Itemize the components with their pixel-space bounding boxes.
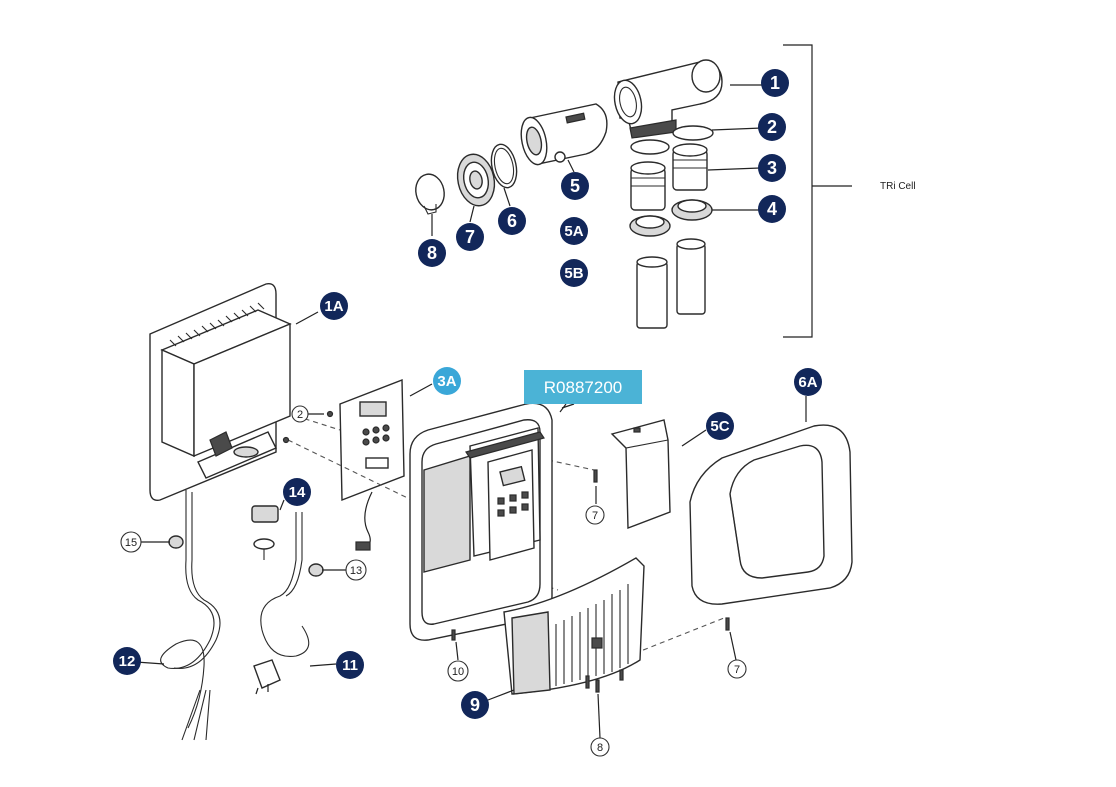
o-ring-2-left (630, 139, 670, 155)
svg-text:6: 6 (507, 211, 517, 231)
badge-2: 2 (758, 113, 786, 141)
control-pcb (339, 378, 405, 551)
lock-ring-7 (456, 153, 496, 207)
svg-text:5C: 5C (710, 418, 729, 435)
svg-text:13: 13 (350, 565, 362, 577)
callout-7-lower: 7 (727, 659, 747, 679)
svg-text:2: 2 (767, 117, 777, 137)
svg-text:5B: 5B (564, 265, 583, 282)
svg-text:5: 5 (570, 176, 580, 196)
badge-8: 8 (418, 239, 446, 267)
tail-piece-3 (630, 143, 708, 211)
badge-5a: 5A (560, 217, 588, 245)
svg-text:14: 14 (289, 484, 306, 501)
callout-10: 10 (447, 660, 469, 682)
svg-text:12: 12 (119, 653, 136, 670)
callout-2: 2 (291, 405, 309, 423)
main-controller-housing (409, 402, 553, 641)
tri-cell-bracket (783, 44, 852, 338)
pipe-sections (636, 238, 706, 329)
svg-text:7: 7 (592, 510, 598, 522)
reference-code-box: R0887200 (524, 370, 642, 413)
svg-text:8: 8 (597, 742, 603, 754)
svg-text:15: 15 (125, 537, 137, 549)
badge-5b: 5B (560, 259, 588, 287)
tri-cell-label: TRi Cell (880, 181, 916, 192)
callout-15: 15 (120, 531, 142, 553)
top-cover (689, 424, 853, 605)
badge-5c: 5C (706, 412, 734, 440)
badge-11: 11 (336, 651, 364, 679)
callout-7-upper: 7 (585, 505, 605, 525)
cap-8 (415, 173, 445, 215)
leader-lines (135, 84, 807, 739)
power-supply-unit (149, 283, 292, 501)
power-cords (160, 490, 310, 741)
o-ring-2-right (672, 125, 714, 141)
reference-code: R0887200 (544, 378, 622, 397)
svg-text:7: 7 (465, 227, 475, 247)
cell-t-body (613, 59, 723, 139)
badge-3a: 3A (433, 367, 461, 395)
callout-8: 8 (590, 737, 610, 757)
svg-text:5A: 5A (564, 223, 583, 240)
svg-text:6A: 6A (798, 374, 817, 391)
badge-6: 6 (498, 207, 526, 235)
switch-and-glands (168, 505, 324, 577)
badge-5: 5 (561, 172, 589, 200)
screws (282, 410, 730, 693)
badge-1: 1 (761, 69, 789, 97)
svg-text:9: 9 (470, 695, 480, 715)
badge-7: 7 (456, 223, 484, 251)
front-lower-cover (503, 557, 645, 695)
electrode-cartridge (520, 103, 608, 166)
svg-text:7: 7 (734, 664, 740, 676)
svg-text:3A: 3A (437, 373, 456, 390)
badge-1a: 1A (320, 292, 348, 320)
union-nuts-4 (629, 199, 713, 237)
svg-text:11: 11 (342, 657, 358, 674)
callout-13: 13 (345, 559, 367, 581)
svg-text:10: 10 (452, 666, 464, 678)
o-ring-6 (490, 143, 518, 189)
svg-text:3: 3 (767, 158, 777, 178)
svg-text:4: 4 (767, 199, 777, 219)
svg-text:1A: 1A (324, 298, 343, 315)
badge-3: 3 (758, 154, 786, 182)
side-flap (610, 419, 671, 530)
badge-9: 9 (461, 691, 489, 719)
badge-14: 14 (283, 478, 311, 506)
badge-6a: 6A (794, 368, 822, 396)
svg-text:8: 8 (427, 243, 437, 263)
svg-text:2: 2 (297, 409, 303, 421)
badge-12: 12 (113, 647, 141, 675)
svg-text:1: 1 (770, 73, 780, 93)
badge-4: 4 (758, 195, 786, 223)
